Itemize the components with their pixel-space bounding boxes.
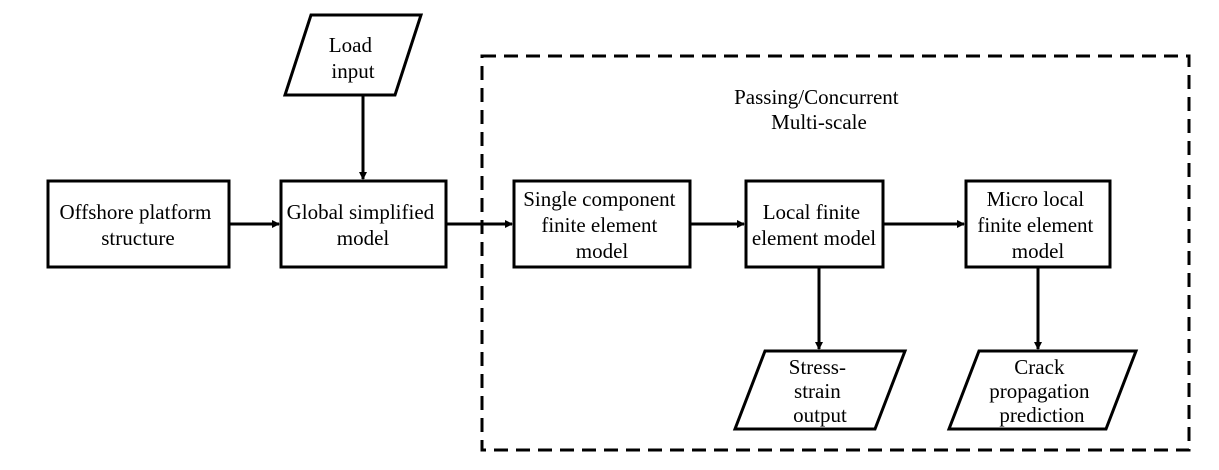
multiscale-region-border [480,54,1191,452]
global-model-label: Global simplified model [287,200,440,250]
crack-propagation-node [946,349,1139,431]
offshore-platform-label: Offshore platform structure [59,200,216,250]
local-model-node [744,179,885,269]
single-component-node [512,179,692,269]
local-model-label: Local finite element model [752,200,876,250]
micro-local-node [964,179,1112,269]
region-label: Passing/Concurrent Multi-scale [734,85,904,134]
stress-strain-label: Stress- strain output [789,355,851,427]
stress-strain-node [732,349,908,431]
micro-local-label: Micro local finite element model [977,187,1098,263]
offshore-platform-node [46,179,231,269]
global-model-node [279,179,448,269]
crack-propagation-label: Crack propagation prediction [989,355,1095,427]
single-component-label: Single component finite element model [523,187,680,263]
load-input-label: Load input [329,33,377,83]
load-input-node [282,13,424,97]
